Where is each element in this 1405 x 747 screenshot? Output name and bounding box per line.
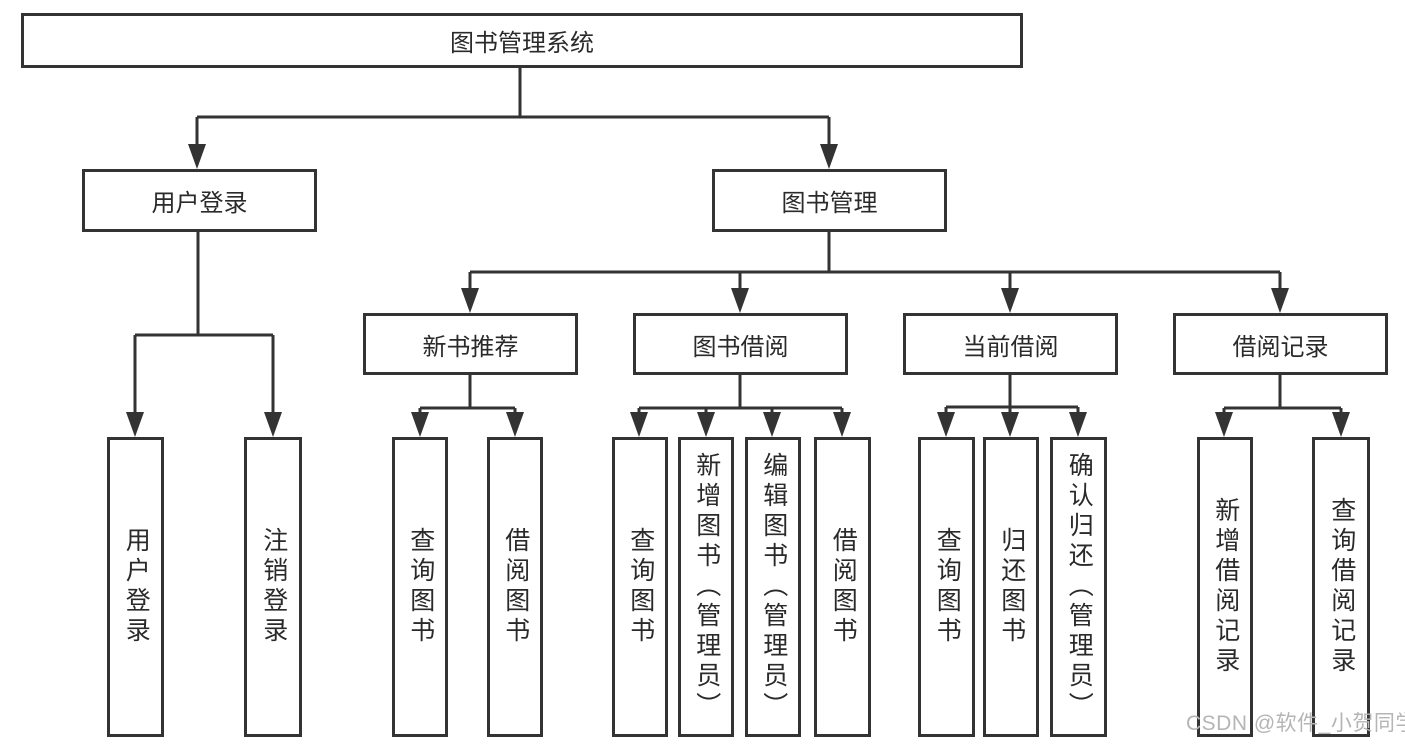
arrowhead — [188, 144, 206, 169]
node-leaf-confirm-return-admin: 确认归还（管理员） — [1050, 437, 1107, 737]
node-label: 查询图书 — [406, 527, 435, 647]
arrowhead — [1001, 288, 1019, 313]
node-book-management: 图书管理 — [712, 169, 947, 232]
arrowhead — [697, 412, 715, 437]
node-label: 当前借阅 — [962, 333, 1059, 361]
node-leaf-query-books: 查询图书 — [612, 437, 668, 737]
node-book-borrow: 图书借阅 — [633, 313, 848, 375]
node-label: 借阅图书 — [501, 527, 530, 647]
arrowhead — [1069, 412, 1087, 437]
arrowhead — [1001, 412, 1019, 437]
node-label: 图书管理系统 — [450, 30, 594, 57]
arrowhead — [820, 144, 838, 169]
node-leaf-user-login: 用户登录 — [107, 437, 164, 737]
node-label: 用户登录 — [151, 190, 248, 217]
node-leaf-edit-books-admin: 编辑图书（管理员） — [745, 437, 801, 737]
node-label: 新增借阅记录 — [1211, 497, 1240, 677]
node-label: 新增图书（管理员） — [692, 452, 721, 722]
arrowhead — [506, 412, 524, 437]
arrowhead — [411, 412, 429, 437]
node-label: 注销登录 — [259, 527, 288, 647]
csdn-watermark: CSDN @软件_小贺同学 — [1186, 712, 1405, 735]
node-leaf-query-borrow-record: 查询借阅记录 — [1312, 437, 1370, 737]
node-label: 归还图书 — [997, 527, 1026, 647]
node-leaf-query-books: 查询图书 — [918, 437, 975, 737]
node-user-login: 用户登录 — [82, 169, 317, 232]
node-leaf-query-books: 查询图书 — [392, 437, 448, 737]
arrowhead — [461, 288, 479, 313]
arrowhead — [763, 412, 781, 437]
node-label: 查询图书 — [933, 527, 962, 647]
node-leaf-borrow-books: 借阅图书 — [814, 437, 871, 737]
node-label: 图书借阅 — [692, 333, 789, 361]
node-current-borrow: 当前借阅 — [903, 313, 1118, 375]
arrowhead — [126, 412, 144, 437]
node-label: 用户登录 — [122, 527, 151, 647]
node-label: 新书推荐 — [422, 333, 519, 361]
arrowhead — [1215, 412, 1233, 437]
node-leaf-return-books: 归还图书 — [983, 437, 1039, 737]
arrowhead — [1332, 412, 1350, 437]
node-new-book-recommend: 新书推荐 — [363, 313, 578, 375]
node-label: 借阅图书 — [829, 527, 858, 647]
node-label: 借阅记录 — [1232, 333, 1329, 361]
arrowhead — [833, 412, 851, 437]
node-label: 查询借阅记录 — [1327, 497, 1356, 677]
node-label: 编辑图书（管理员） — [759, 452, 788, 722]
node-label: 查询图书 — [626, 527, 655, 647]
arrowhead — [264, 412, 282, 437]
arrowhead — [731, 288, 749, 313]
arrowhead — [1271, 288, 1289, 313]
node-borrow-records: 借阅记录 — [1173, 313, 1388, 375]
node-leaf-borrow-books: 借阅图书 — [487, 437, 543, 737]
arrowhead — [937, 412, 955, 437]
node-label: 图书管理 — [781, 190, 878, 217]
node-leaf-add-borrow-record: 新增借阅记录 — [1197, 437, 1253, 737]
node-leaf-add-books-admin: 新增图书（管理员） — [678, 437, 734, 737]
node-leaf-logout: 注销登录 — [244, 437, 302, 737]
node-label: 确认归还（管理员） — [1065, 452, 1094, 722]
arrowhead — [630, 412, 648, 437]
node-library-management-system: 图书管理系统 — [21, 13, 1023, 68]
